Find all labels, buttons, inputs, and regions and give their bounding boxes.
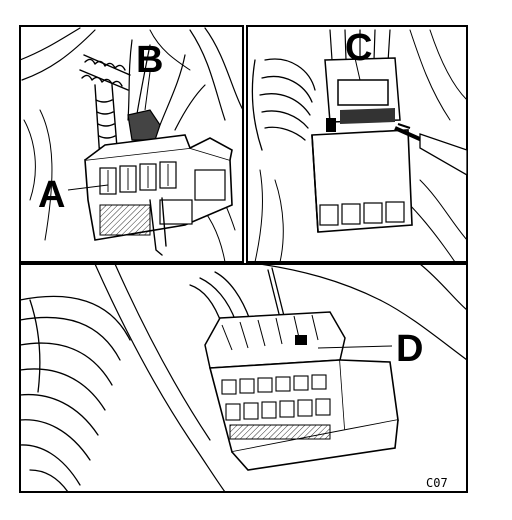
label-d: D xyxy=(396,328,423,370)
figure-code: C07 xyxy=(426,476,448,490)
label-b: B xyxy=(136,39,163,81)
label-c: C xyxy=(345,27,372,69)
label-a: A xyxy=(38,174,65,216)
panel-a-illustration xyxy=(20,27,243,262)
panel-c-illustration xyxy=(251,29,467,262)
panel-d-illustration xyxy=(20,264,467,492)
